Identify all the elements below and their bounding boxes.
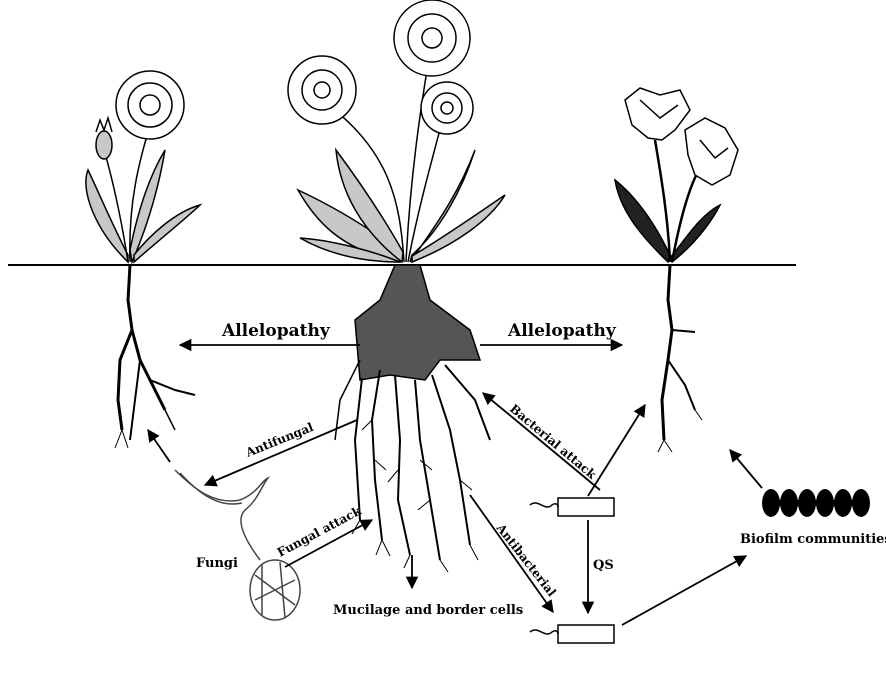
fungi-to-root-arrow	[147, 428, 171, 463]
left-dandelion-plant	[85, 70, 203, 265]
right-flowering-plant	[613, 87, 739, 264]
bacterial-attack-arrow	[482, 392, 601, 491]
fungi-label: Fungi	[196, 556, 238, 571]
bacterium-lower	[529, 624, 615, 644]
qs-label: QS	[593, 558, 614, 573]
antifungal-arrow	[203, 419, 358, 487]
antibacterial-label: Antibacterial	[493, 520, 559, 599]
biofilm-to-plant-arrow	[729, 449, 763, 489]
lily-flower-left	[624, 87, 691, 141]
antibacterial-arrow	[469, 494, 554, 614]
biofilm-formation-arrow	[621, 555, 748, 626]
fungal-attack-arrow	[284, 519, 374, 568]
bacteria-to-right-plant-arrow	[587, 403, 646, 497]
left-roots	[114, 264, 196, 449]
center-root-system	[334, 264, 491, 573]
center-dandelion-plant	[287, 0, 506, 264]
allelopathy-left-label: Allelopathy	[221, 321, 331, 341]
bacterial-attack-label: Bacterial attack	[507, 402, 599, 483]
allelopathy-right-label: Allelopathy	[507, 321, 617, 341]
bacterium-upper	[529, 497, 615, 517]
biofilm-label: Biofilm communities	[740, 532, 886, 547]
mucilage-label: Mucilage and border cells	[333, 603, 523, 618]
right-roots	[657, 264, 703, 453]
biofilm-cluster	[762, 489, 870, 517]
lily-flower-right	[684, 117, 739, 186]
fungi-illustration	[174, 469, 301, 621]
